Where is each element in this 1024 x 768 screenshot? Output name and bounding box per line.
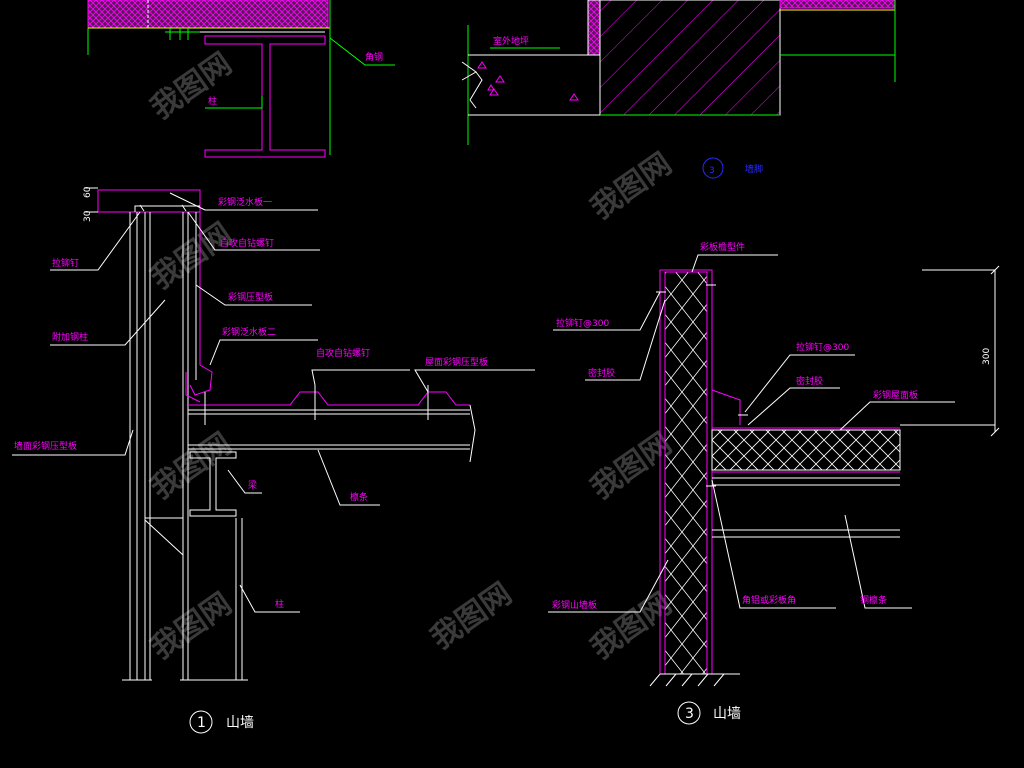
watermark: 我图网 [145,46,239,126]
watermarks: 我图网 我图网 我图网 我图网 我图网 我图网 我图网 我图网 [145,46,679,666]
detail-name-1: 山墙 [226,715,254,731]
label-rivet: 拉铆钉 [52,257,79,269]
watermark: 我图网 [585,586,679,666]
detail-3: 300 彩板檐型件 拉铆钉@300 密封胶 拉铆钉@300 密封胶 彩钢屋面板 … [548,241,1000,725]
label-corner: 角铝或彩板角 [742,594,796,606]
label-roof-panel: 彩钢屋面板 [873,389,918,401]
dim-60: 60 [83,186,93,198]
label-flashing-1: 彩钢泛水板一 [218,196,272,208]
detail-marker-3 [677,701,701,725]
top-left-fragment: 角钢 柱 [87,0,395,158]
detail-name-3: 山墙 [713,706,741,722]
label-roof-profile: 屋面彩钢压型板 [425,356,488,368]
watermark: 我图网 [425,576,519,656]
label-screw-1: 自攻自钻螺钉 [220,237,274,249]
dim-300: 300 [982,348,992,365]
watermark: 我图网 [145,426,239,506]
label-purlin: 檩条 [350,491,368,503]
label-steel-purlin: 钢檩条 [860,594,887,606]
detail-number-1: 1 [197,715,206,731]
label-wall-profile: 彩钢压型板 [228,291,273,303]
detail-name-top: 墙脚 [745,163,763,175]
label-angle: 角钢 [365,51,383,63]
detail-number-top: 3 [709,166,715,176]
top-right-fragment: 室外地坪 3 墙脚 [461,0,896,179]
label-beam: 梁 [248,479,257,491]
label-flashing-2: 彩钢泛水板二 [222,326,276,338]
watermark: 我图网 [145,216,239,296]
dim-30: 30 [83,210,93,222]
watermark: 我图网 [145,586,239,666]
label-sealant: 密封胶 [588,367,615,379]
detail-marker-top [702,157,724,179]
label-rivet-300: 拉铆钉@300 [556,317,609,329]
label-seal-strip: 密封胶 [796,375,823,387]
detail-marker-1 [189,710,213,734]
label-cap: 彩板檐型件 [700,241,745,253]
detail-1: 60 30 彩钢泛水板一 自攻自钻螺钉 [12,186,535,734]
watermark: 我图网 [585,146,679,226]
label-column-top: 柱 [208,95,217,107]
label-wall-panel: 墙面彩钢压型板 [14,440,77,452]
label-gable-panel: 彩钢山墙板 [552,599,597,611]
label-screw-2: 自攻自钻螺钉 [316,347,370,359]
label-rivet-300-b: 拉铆钉@300 [796,341,849,353]
detail-number-3: 3 [685,706,694,722]
label-waterproof: 室外地坪 [493,35,529,47]
watermark: 我图网 [585,426,679,506]
label-added-steel: 附加钢柱 [52,331,88,343]
label-column-1: 柱 [275,598,284,610]
